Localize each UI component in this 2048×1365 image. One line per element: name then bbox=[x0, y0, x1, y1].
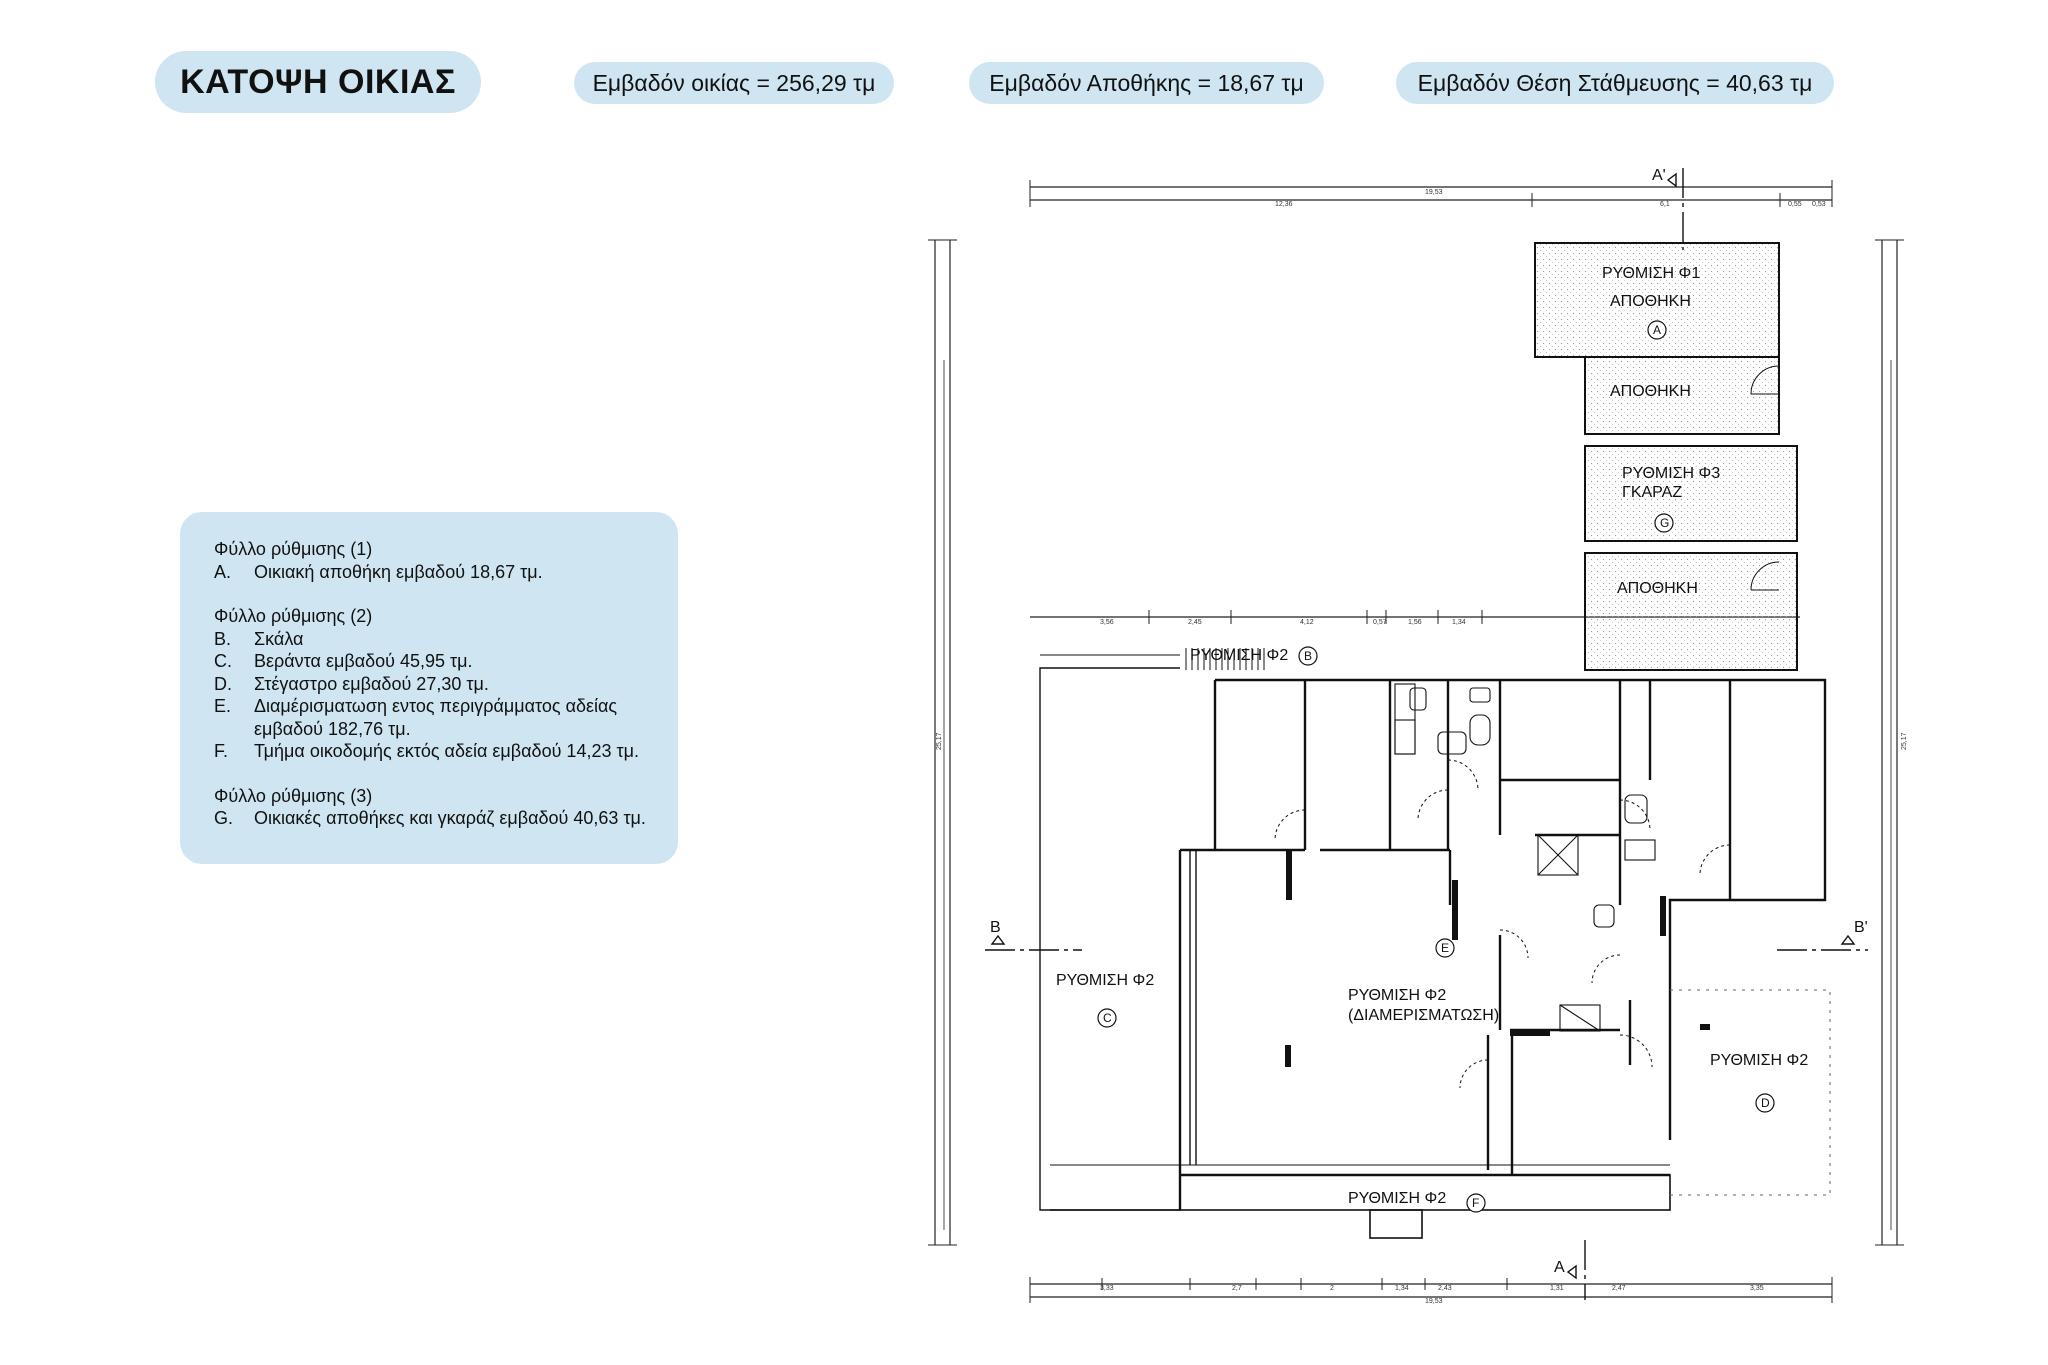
legend-heading: Φύλλο ρύθμισης (3) bbox=[214, 785, 373, 806]
label-reg1: ΡΥΘΜΙΣΗ Φ1 bbox=[1602, 265, 1700, 282]
parking-area-badge: Εμβαδόν Θέση Στάθμευσης = 40,63 τμ bbox=[1396, 62, 1834, 104]
legend-letter: C. bbox=[214, 651, 232, 671]
legend-text: Οικιακή αποθήκη εμβαδού 18,67 τμ. bbox=[254, 561, 543, 582]
label-reg2-bottom: ΡΥΘΜΙΣΗ Φ2 bbox=[1348, 1190, 1446, 1207]
legend-text: Διαμέρισματωση εντος περιγράμματος αδεία… bbox=[254, 696, 618, 739]
section-mark-b-right: B' bbox=[1854, 919, 1868, 936]
marker-c: C bbox=[1103, 1011, 1112, 1025]
legend-group-3: Φύλλο ρύθμισης (3) G. Οικιακές αποθήκες … bbox=[214, 785, 662, 830]
marker-d: D bbox=[1761, 1096, 1770, 1110]
label-reg2-stair: ΡΥΘΜΙΣΗ Φ2 bbox=[1190, 647, 1288, 664]
circle-markers bbox=[1097, 320, 1775, 1213]
legend-item-e: E. Διαμέρισματωση εντος περιγράμματος αδ… bbox=[214, 695, 662, 740]
legend-item-f: F. Τμήμα οικοδομής εκτός αδεία εμβαδού 1… bbox=[214, 740, 662, 763]
veranda-outline bbox=[1039, 654, 1197, 1211]
section-mark-a-top: A' bbox=[1652, 167, 1666, 184]
dim-b1: 3,33 bbox=[1100, 1285, 1114, 1292]
house-walls bbox=[1178, 678, 1827, 1210]
dim-top-right: 6,1 bbox=[1660, 201, 1670, 208]
room-labels: ΡΥΘΜΙΣΗ Φ1 ΑΠΟΘΗΚΗ ΑΠΟΘΗΚΗ ΡΥΘΜΙΣΗ Φ3 ΓΚ… bbox=[1056, 265, 1808, 1207]
section-mark-a-bottom: A bbox=[1554, 1259, 1565, 1276]
legend-panel: Φύλλο ρύθμισης (1) A. Οικιακή αποθήκη εμ… bbox=[180, 512, 678, 864]
dim-mid4: 0,57 bbox=[1373, 619, 1387, 626]
dim-right-total: 25,17 bbox=[1901, 732, 1908, 750]
marker-d-circle bbox=[1755, 1093, 1775, 1113]
bathroom-fixtures bbox=[1394, 683, 1656, 1032]
legend-item-a: A. Οικιακή αποθήκη εμβαδού 18,67 τμ. bbox=[214, 561, 662, 584]
legend-letter: B. bbox=[214, 628, 232, 649]
legend-letter: F. bbox=[214, 741, 229, 761]
legend-item-d: D. Στέγαστρο εμβαδού 27,30 τμ. bbox=[214, 673, 662, 696]
marker-b-circle bbox=[1298, 646, 1318, 666]
dim-mid2: 2,45 bbox=[1188, 619, 1202, 626]
marker-g: G bbox=[1660, 516, 1669, 530]
dim-bottom-total: 19,53 bbox=[1425, 1298, 1443, 1305]
marker-b: B bbox=[1304, 649, 1312, 663]
dim-mid1: 3,56 bbox=[1100, 619, 1114, 626]
marker-letters: A G B C D E F bbox=[1103, 323, 1770, 1210]
legend-letter: D. bbox=[214, 673, 232, 694]
page-title: ΚΑΤΟΨΗ ΟΙΚΙΑΣ bbox=[155, 51, 481, 113]
dim-left-total: 25,17 bbox=[936, 732, 943, 750]
marker-e: E bbox=[1441, 941, 1449, 955]
storage-area-badge: Εμβαδόν Αποθήκης = 18,67 τμ bbox=[969, 62, 1324, 104]
legend-text: Στέγαστρο εμβαδού 27,30 τμ. bbox=[254, 673, 489, 694]
dim-b4: 1,34 bbox=[1395, 1285, 1409, 1292]
legend-group-1: Φύλλο ρύθμισης (1) A. Οικιακή αποθήκη εμ… bbox=[214, 538, 662, 583]
dim-b8: 3,35 bbox=[1750, 1285, 1764, 1292]
canopy-outline bbox=[1670, 989, 1831, 1196]
dimension-lines bbox=[928, 180, 1904, 1303]
legend-heading: Φύλλο ρύθμισης (2) bbox=[214, 606, 373, 626]
label-storage-a: ΑΠΟΘΗΚΗ bbox=[1610, 293, 1691, 310]
marker-c-circle bbox=[1097, 1008, 1117, 1028]
section-axes bbox=[985, 168, 1868, 1300]
dimension-labels: 19,53 12,36 6,1 0,55 0,53 3,33 2,7 2 1,3… bbox=[936, 189, 1908, 1305]
label-storage-2: ΑΠΟΘΗΚΗ bbox=[1610, 383, 1691, 400]
marker-a: A bbox=[1653, 323, 1661, 337]
dim-b5: 2,43 bbox=[1438, 1285, 1452, 1292]
marker-f-circle bbox=[1466, 1193, 1486, 1213]
label-storage-3: ΑΠΟΘΗΚΗ bbox=[1617, 580, 1698, 597]
legend-group-2: Φύλλο ρύθμισης (2) B. Σκάλα C. Βεράντα ε… bbox=[214, 605, 662, 763]
legend-item-b: B. Σκάλα bbox=[214, 628, 662, 651]
storage-column bbox=[1534, 242, 1798, 671]
legend-item-c: C. Βεράντα εμβαδού 45,95 τμ. bbox=[214, 650, 662, 673]
label-garage: ΓΚΑΡΑΖ bbox=[1622, 484, 1682, 501]
marker-g-circle bbox=[1654, 513, 1674, 533]
dim-mid5: 1,56 bbox=[1408, 619, 1422, 626]
marker-f: F bbox=[1472, 1196, 1479, 1210]
marker-a-circle bbox=[1647, 320, 1667, 340]
dim-b3: 2 bbox=[1330, 1285, 1334, 1292]
stair-b bbox=[1185, 648, 1265, 670]
door-swings bbox=[1274, 759, 1731, 1089]
label-reg2-canopy: ΡΥΘΜΙΣΗ Φ2 bbox=[1710, 1052, 1808, 1069]
legend-letter: G. bbox=[214, 808, 234, 828]
legend-text: Οικιακές αποθήκες και γκαράζ εμβαδού 40,… bbox=[254, 808, 646, 828]
legend-text: Βεράντα εμβαδού 45,95 τμ. bbox=[254, 651, 473, 671]
label-partition: (ΔΙΑΜΕΡΙΣΜΑΤΩΣΗ) bbox=[1348, 1007, 1499, 1024]
legend-item-g: G. Οικιακές αποθήκες και γκαράζ εμβαδού … bbox=[214, 807, 662, 830]
legend-text: Σκάλα bbox=[254, 628, 304, 649]
wall-stubs bbox=[1285, 850, 1710, 1067]
dim-b7: 2,47 bbox=[1612, 1285, 1626, 1292]
label-reg3: ΡΥΘΜΙΣΗ Φ3 bbox=[1622, 465, 1720, 482]
legend-text: Τμήμα οικοδομής εκτός αδεία εμβαδού 14,2… bbox=[254, 741, 639, 761]
dim-b6: 1,31 bbox=[1550, 1285, 1564, 1292]
legend-letter: A. bbox=[214, 561, 232, 582]
marker-e-circle bbox=[1435, 938, 1455, 958]
legend-letter: E. bbox=[214, 696, 232, 716]
house-area-badge: Εμβαδόν οικίας = 256,29 τμ bbox=[574, 62, 894, 104]
section-mark-b-left: B bbox=[990, 919, 1001, 936]
dim-mid6: 1,34 bbox=[1452, 619, 1466, 626]
dim-top-r2: 0,53 bbox=[1812, 201, 1826, 208]
label-reg2-veranda: ΡΥΘΜΙΣΗ Φ2 bbox=[1056, 972, 1154, 989]
label-reg2-main: ΡΥΘΜΙΣΗ Φ2 bbox=[1348, 987, 1446, 1004]
dim-top-left: 12,36 bbox=[1275, 201, 1293, 208]
legend-heading: Φύλλο ρύθμισης (1) bbox=[214, 539, 373, 559]
dim-b2: 2,7 bbox=[1232, 1285, 1242, 1292]
dim-mid3: 4,12 bbox=[1300, 619, 1314, 626]
dim-top-total: 19,53 bbox=[1425, 189, 1443, 196]
dim-top-r1: 0,55 bbox=[1788, 201, 1802, 208]
